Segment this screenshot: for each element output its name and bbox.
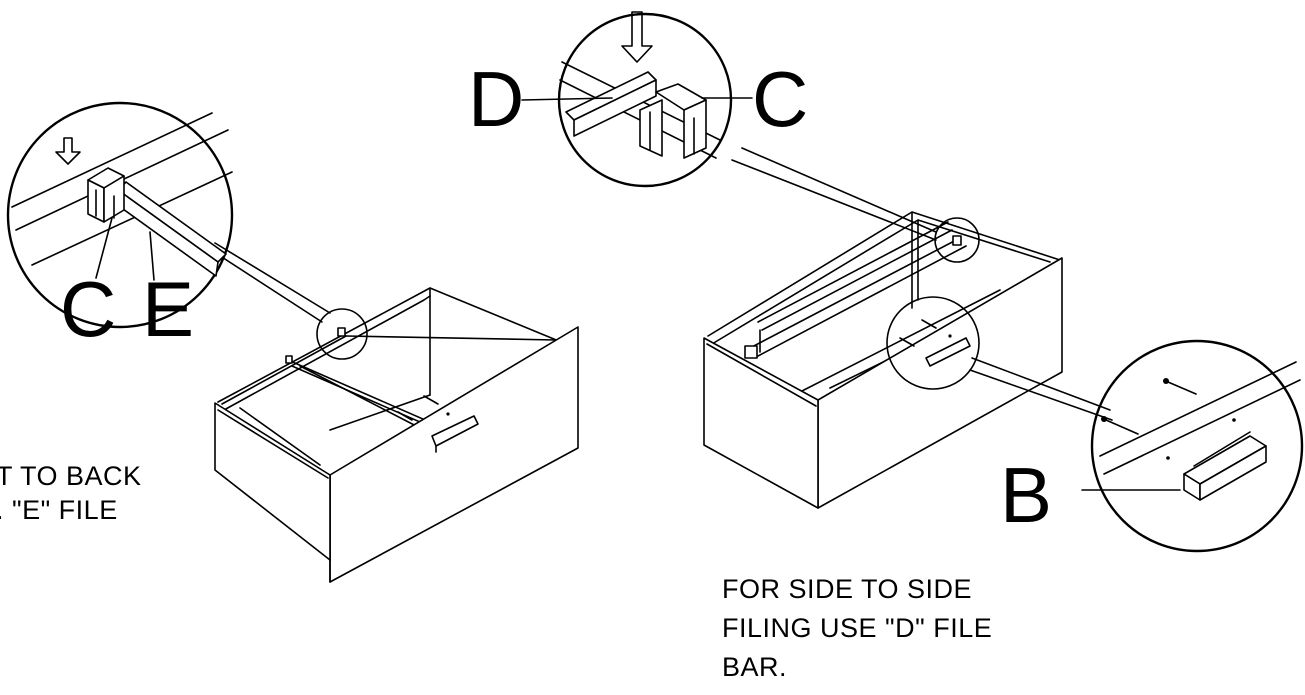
label-d-right: D bbox=[468, 55, 525, 143]
caption-right-line-2: FILING USE "D" FILE bbox=[722, 613, 993, 643]
right-top-detail-zoom bbox=[521, 11, 937, 241]
left-detail-zoom bbox=[6, 101, 331, 329]
left-drawer bbox=[214, 287, 579, 583]
label-c-right: C bbox=[752, 55, 809, 143]
caption-left-line-2: . "E" FILE bbox=[0, 495, 118, 525]
right-bottom-detail-zoom bbox=[969, 339, 1304, 553]
right-drawer bbox=[703, 211, 1063, 509]
caption-right-line-3: BAR. bbox=[722, 652, 788, 682]
caption-left-line-1: T TO BACK bbox=[0, 461, 142, 491]
label-c-left: C bbox=[60, 265, 117, 353]
caption-right-line-1: FOR SIDE TO SIDE bbox=[722, 574, 973, 604]
label-e-left: E bbox=[142, 265, 195, 353]
label-b-right: B bbox=[1000, 451, 1053, 539]
